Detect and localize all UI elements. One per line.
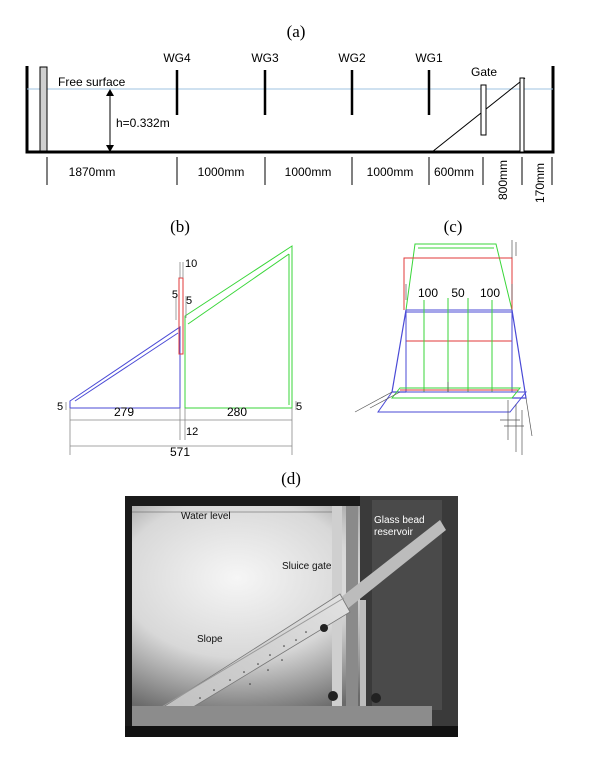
panel-b-label: (b) [170, 217, 190, 236]
gate-label: Gate [471, 65, 497, 79]
panel-d: (d) [125, 469, 458, 737]
sluice-gate-annotation: Sluice gate [282, 561, 332, 572]
dim-c-100-right: 100 [480, 286, 500, 300]
dim-1000-b: 1000mm [285, 165, 332, 179]
reservoir-wall [519, 77, 525, 153]
depth-arrow-head-down [106, 145, 114, 152]
right-reservoir-outline [184, 245, 293, 409]
dim-b-571: 571 [170, 445, 190, 459]
green-verticals [423, 298, 493, 392]
right-reservoir-inner [187, 253, 290, 325]
dim-b-5-right-end: 5 [296, 401, 302, 413]
base-plate [377, 391, 528, 413]
depth-label: h=0.332m [116, 116, 170, 130]
dim-b-5-left-end: 5 [57, 401, 63, 413]
free-surface-label: Free surface [58, 75, 126, 89]
left-slope-inner [74, 332, 179, 402]
glass-bead-dots [199, 631, 307, 699]
depth-arrow-head-up [106, 89, 114, 96]
dim-b-5-right: 5 [186, 295, 192, 307]
slope-line [431, 77, 526, 153]
dim-b-280: 280 [227, 405, 247, 419]
red-frame-top [403, 257, 513, 310]
right-side-wall [511, 309, 527, 399]
wg4-label: WG4 [163, 51, 191, 65]
reservoir-diagonal [340, 520, 446, 610]
dim-1000-c: 1000mm [367, 165, 414, 179]
fixture-bolt [320, 624, 328, 632]
reservoir-annotation-line1: Glass bead [374, 515, 425, 526]
c-dimension-lines [354, 240, 533, 455]
hopper-top [405, 243, 513, 311]
reservoir-annotation-line2: reservoir [374, 527, 414, 538]
wg3-label: WG3 [251, 51, 279, 65]
dim-b-5-left: 5 [172, 289, 178, 301]
panel-d-label: (d) [281, 469, 301, 488]
slope-annotation: Slope [197, 634, 223, 645]
dim-1000-a: 1000mm [198, 165, 245, 179]
tank-floor [132, 706, 432, 728]
left-side-wall [391, 309, 407, 393]
dimension-ticks [46, 157, 553, 185]
dim-600: 600mm [434, 165, 474, 179]
panel-a-label: (a) [287, 22, 306, 41]
dim-b-279: 279 [114, 405, 134, 419]
sluice-gate [480, 84, 487, 136]
panel-c-label: (c) [444, 217, 463, 236]
wg1-label: WG1 [415, 51, 443, 65]
b-dimension-lines [65, 262, 297, 455]
dim-170: 170mm [533, 163, 547, 203]
dim-1870: 1870mm [69, 165, 116, 179]
wave-paddle [39, 66, 48, 152]
dim-c-100-left: 100 [418, 286, 438, 300]
water-level-annotation: Water level [181, 511, 231, 522]
panel-c: (c) [354, 217, 533, 455]
gate-outline [178, 277, 184, 355]
dim-b-10: 10 [185, 258, 197, 270]
dim-c-50: 50 [451, 286, 465, 300]
dim-800: 800mm [496, 160, 510, 200]
panel-a: (a) Free surface h=0.332m WG4 WG3 WG2 WG… [25, 22, 555, 203]
blue-box [405, 309, 513, 393]
wg2-label: WG2 [338, 51, 366, 65]
panel-b: (b) 10 5 5 5 5 279 280 [57, 217, 302, 459]
tank-outline [25, 66, 555, 154]
dim-b-12: 12 [186, 426, 198, 438]
